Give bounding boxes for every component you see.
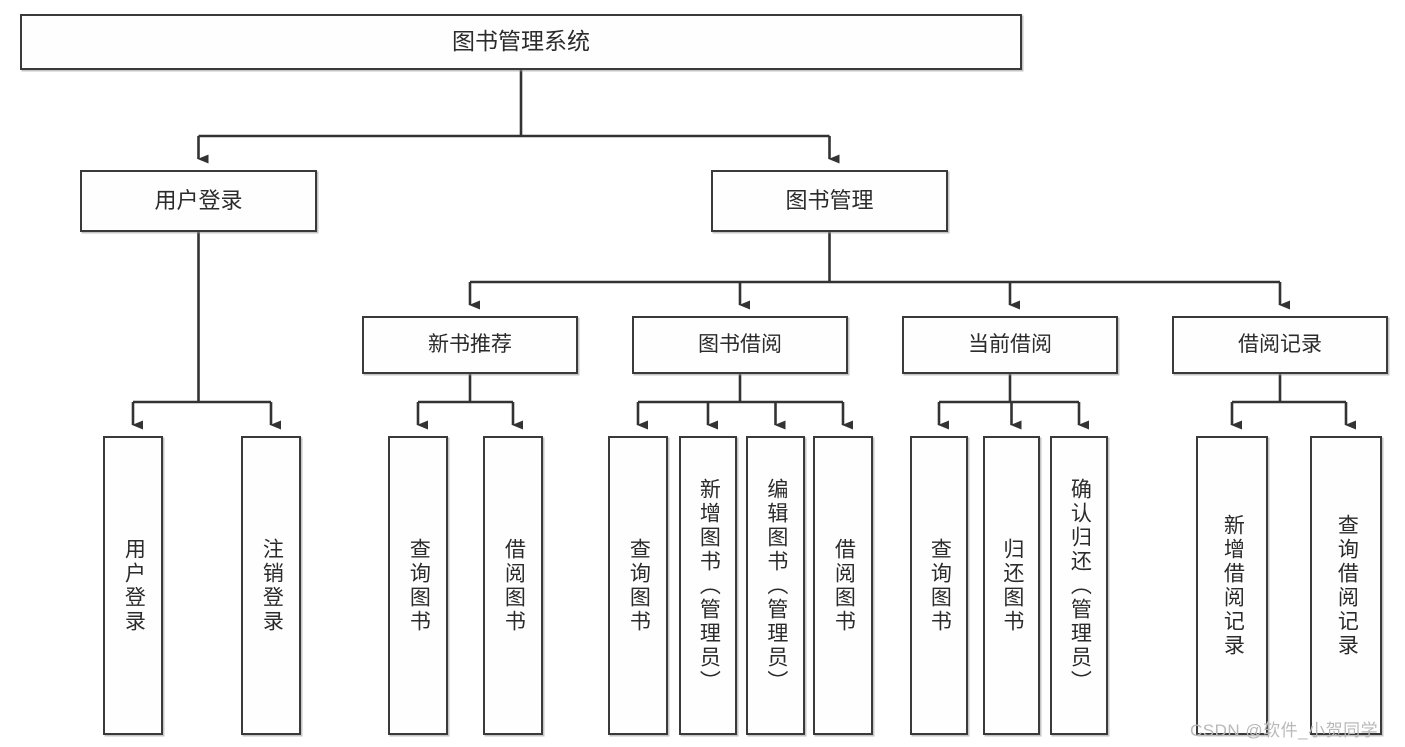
node-leaf-cb-return[interactable]: 归还图书 [983,436,1040,735]
node-leaf-user-login[interactable]: 用户登录 [103,436,163,735]
node-label: 图书管理系统 [452,28,590,55]
node-leaf-rec-query[interactable]: 查询图书 [388,436,448,735]
csdn-watermark: CSDN @软件_小贺同学 [1190,721,1379,740]
node-book-borrow[interactable]: 图书借阅 [632,316,848,374]
node-leaf-bb-query[interactable]: 查询图书 [608,436,668,735]
node-new-book-rec[interactable]: 新书推荐 [362,316,578,374]
node-label: 借阅图书 [502,537,526,634]
node-leaf-br-add[interactable]: 新增借阅记录 [1196,436,1268,735]
node-label: 图书管理 [785,188,874,214]
node-label: 借阅图书 [832,537,856,634]
node-label: 查询借阅记录 [1335,513,1359,658]
node-label: 注销登录 [260,537,284,634]
node-label: 借阅记录 [1238,332,1322,356]
node-leaf-bb-add[interactable]: 新增图书（管理员） [679,436,737,735]
node-user-login[interactable]: 用户登录 [80,170,317,232]
node-label: 归还图书 [1000,537,1024,634]
node-label: 查询图书 [407,537,431,634]
node-leaf-rec-borrow[interactable]: 借阅图书 [483,436,543,735]
node-borrow-record[interactable]: 借阅记录 [1172,316,1388,374]
node-root[interactable]: 图书管理系统 [20,14,1022,70]
node-label: 新增图书（管理员） [697,477,721,694]
node-label: 新增借阅记录 [1221,513,1245,658]
node-leaf-logout[interactable]: 注销登录 [241,436,301,735]
node-label: 当前借阅 [968,332,1052,356]
node-label: 确认归还（管理员） [1068,477,1092,694]
node-label: 用户登录 [122,537,146,634]
node-current-borrow[interactable]: 当前借阅 [902,316,1118,374]
node-label: 新书推荐 [428,332,512,356]
node-label: 编辑图书（管理员） [764,477,788,694]
node-label: 查询图书 [627,537,651,634]
node-leaf-cb-query[interactable]: 查询图书 [910,436,968,735]
node-label: 图书借阅 [698,332,782,356]
node-leaf-bb-borrow[interactable]: 借阅图书 [813,436,873,735]
node-label: 查询图书 [928,537,952,634]
node-book-manage[interactable]: 图书管理 [711,170,948,232]
node-leaf-cb-confirm[interactable]: 确认归还（管理员） [1050,436,1108,735]
node-leaf-br-query[interactable]: 查询借阅记录 [1310,436,1382,735]
node-leaf-bb-edit[interactable]: 编辑图书（管理员） [746,436,805,735]
node-label: 用户登录 [154,188,243,214]
